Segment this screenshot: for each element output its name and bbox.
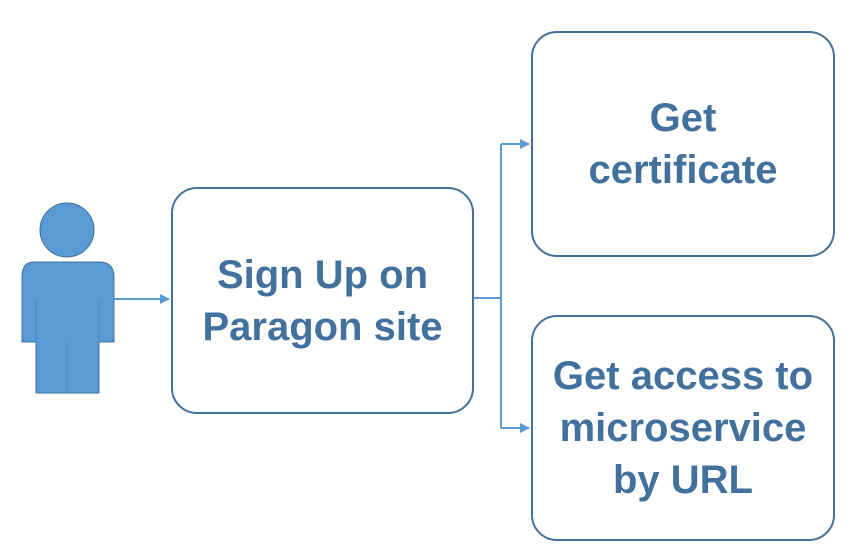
person-icon bbox=[21, 202, 115, 394]
access-node: Get access to microservice by URL bbox=[531, 315, 835, 541]
certificate-node-label: Get certificate bbox=[588, 96, 778, 192]
signup-node-label: Sign Up on Paragon site bbox=[202, 252, 443, 349]
certificate-node: Get certificate bbox=[531, 31, 835, 257]
signup-node: Sign Up on Paragon site bbox=[171, 187, 474, 414]
access-node-label: Get access to microservice by URL bbox=[552, 354, 814, 502]
